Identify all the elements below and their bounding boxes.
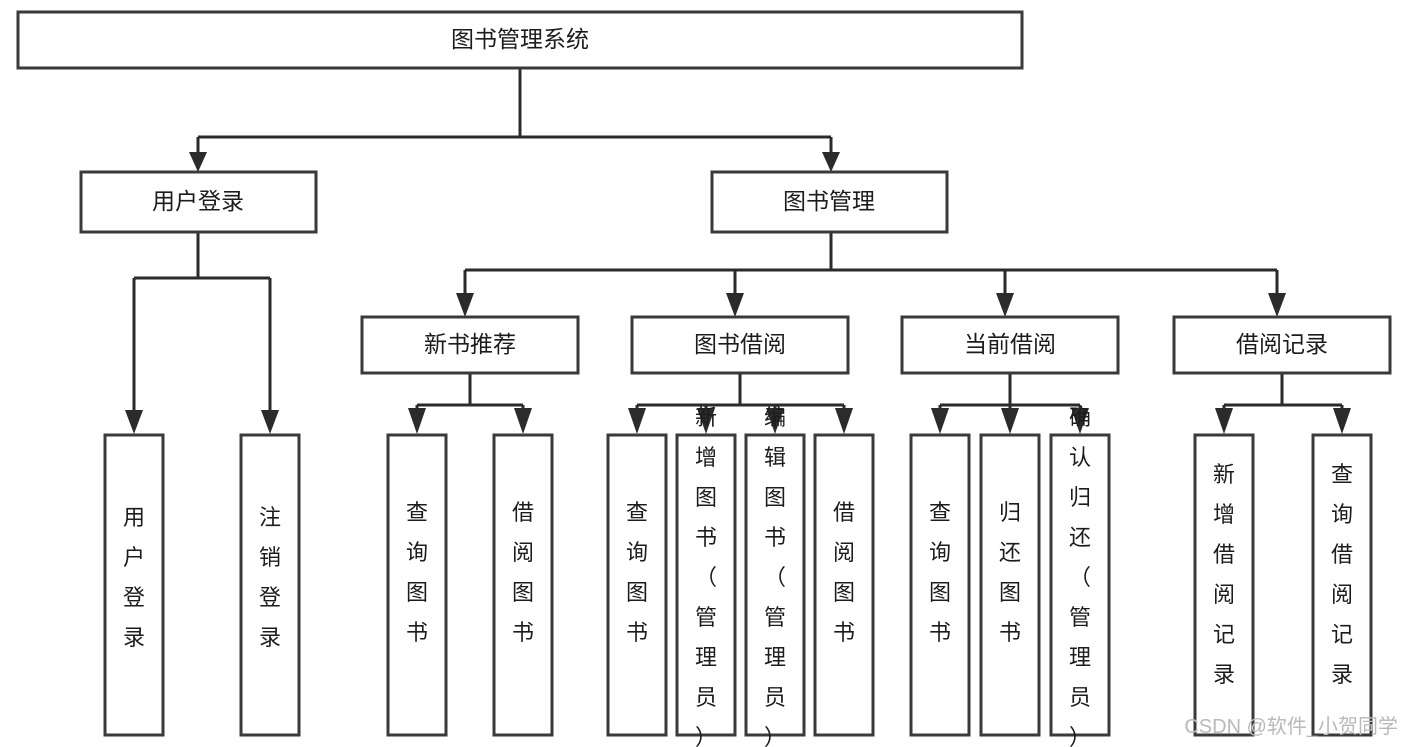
leaf-query-book-2[interactable]: 查询图书 (606, 433, 668, 737)
arrowhead-current-borrow (996, 293, 1014, 317)
leaf-query-book-1-label: 查询图书 (406, 500, 428, 645)
leaf-logout-login-box[interactable] (239, 433, 301, 737)
leaf-confirm-return[interactable]: 确认归还（管理员） (1049, 405, 1111, 747)
node-user-login-box[interactable] (79, 170, 318, 234)
leaf-edit-book-label: 编辑图书（管理员） (764, 405, 786, 747)
node-borrow-record-box[interactable] (1172, 315, 1392, 375)
leaf-edit-book[interactable]: 编辑图书（管理员） (744, 405, 806, 747)
arrowhead-leaf-edit-book (766, 408, 784, 434)
node-book-borrow[interactable]: 图书借阅 (630, 315, 850, 375)
leaf-return-book-label: 归还图书 (999, 500, 1021, 645)
node-borrow-record[interactable]: 借阅记录 (1172, 315, 1392, 375)
leaf-query-book-3-label: 查询图书 (929, 500, 951, 645)
connector-layer (125, 68, 1351, 434)
leaf-borrow-book-2-label: 借阅图书 (833, 500, 855, 645)
leaf-query-book-2-box[interactable] (606, 433, 668, 737)
node-root[interactable]: 图书管理系统 (16, 10, 1024, 70)
arrowhead-leaf-query-book-3 (931, 408, 949, 434)
leaf-query-book-3[interactable]: 查询图书 (909, 433, 971, 737)
arrowhead-leaf-borrow-book-1 (514, 408, 532, 434)
leaf-add-record-label: 新增借阅记录 (1213, 462, 1235, 687)
arrowhead-leaf-user-login (125, 410, 143, 434)
node-root-label: 图书管理系统 (451, 26, 589, 52)
node-borrow-record-label: 借阅记录 (1236, 331, 1328, 357)
arrowhead-leaf-logout-login (261, 410, 279, 434)
leaf-logout-login[interactable]: 注销登录 (239, 433, 301, 737)
node-book-manage-box[interactable] (710, 170, 949, 234)
arrowhead-book-manage (822, 152, 840, 172)
node-book-manage[interactable]: 图书管理 (710, 170, 949, 234)
arrowhead-borrow-record (1268, 293, 1286, 317)
arrowhead-leaf-query-book-2 (628, 408, 646, 434)
node-current-borrow[interactable]: 当前借阅 (900, 315, 1120, 375)
leaf-add-book-label: 新增图书（管理员） (695, 405, 717, 747)
arrowhead-leaf-add-record (1215, 408, 1233, 434)
leaf-user-login-box[interactable] (103, 433, 165, 737)
arrowhead-leaf-add-book (697, 408, 715, 434)
leaf-query-book-2-label: 查询图书 (626, 500, 648, 645)
leaf-logout-login-label: 注销登录 (259, 505, 281, 650)
leaf-query-book-1[interactable]: 查询图书 (386, 433, 448, 737)
arrowhead-leaf-return-book (1001, 408, 1019, 434)
arrowhead-leaf-query-book-1 (408, 408, 426, 434)
leaf-confirm-return-label: 确认归还（管理员） (1069, 405, 1091, 747)
leaf-query-book-1-box[interactable] (386, 433, 448, 737)
node-root-box[interactable] (16, 10, 1024, 70)
leaf-user-login-label: 用户登录 (123, 505, 145, 650)
leaf-borrow-book-2-box[interactable] (813, 433, 875, 737)
leaf-add-book-box[interactable] (675, 433, 737, 737)
node-current-borrow-box[interactable] (900, 315, 1120, 375)
leaf-borrow-book-1[interactable]: 借阅图书 (492, 433, 554, 737)
watermark-label: CSDN @软件_小贺同学 (1184, 715, 1398, 738)
leaf-confirm-return-box[interactable] (1049, 433, 1111, 737)
node-user-login[interactable]: 用户登录 (79, 170, 318, 234)
arrowhead-user-login (189, 152, 207, 172)
leaf-return-book[interactable]: 归还图书 (979, 433, 1041, 737)
leaf-user-login[interactable]: 用户登录 (103, 433, 165, 737)
leaf-add-book[interactable]: 新增图书（管理员） (675, 405, 737, 747)
node-new-book-recommend[interactable]: 新书推荐 (360, 315, 580, 375)
node-new-book-recommend-box[interactable] (360, 315, 580, 375)
leaf-query-book-3-box[interactable] (909, 433, 971, 737)
arrowhead-leaf-query-record (1333, 408, 1351, 434)
node-book-borrow-box[interactable] (630, 315, 850, 375)
leaf-add-record-box[interactable] (1193, 433, 1255, 737)
leaf-query-record-label: 查询借阅记录 (1331, 462, 1353, 687)
node-user-login-label: 用户登录 (152, 188, 244, 214)
leaf-return-book-box[interactable] (979, 433, 1041, 737)
arrowhead-book-borrow (726, 293, 744, 317)
leaf-query-record[interactable]: 查询借阅记录 (1311, 433, 1373, 737)
leaf-borrow-book-2[interactable]: 借阅图书 (813, 433, 875, 737)
node-book-borrow-label: 图书借阅 (694, 331, 786, 357)
leaf-query-record-box[interactable] (1311, 433, 1373, 737)
node-current-borrow-label: 当前借阅 (964, 331, 1056, 357)
leaf-edit-book-box[interactable] (744, 433, 806, 737)
arrowhead-leaf-confirm-return (1071, 408, 1089, 434)
leaf-add-record[interactable]: 新增借阅记录 (1193, 433, 1255, 737)
node-book-manage-label: 图书管理 (783, 188, 875, 214)
leaf-borrow-book-1-label: 借阅图书 (512, 500, 534, 645)
node-new-book-recommend-label: 新书推荐 (424, 331, 516, 357)
arrowhead-new-book-recommend (456, 293, 474, 317)
leaf-borrow-book-1-box[interactable] (492, 433, 554, 737)
arrowhead-leaf-borrow-book-2 (835, 408, 853, 434)
